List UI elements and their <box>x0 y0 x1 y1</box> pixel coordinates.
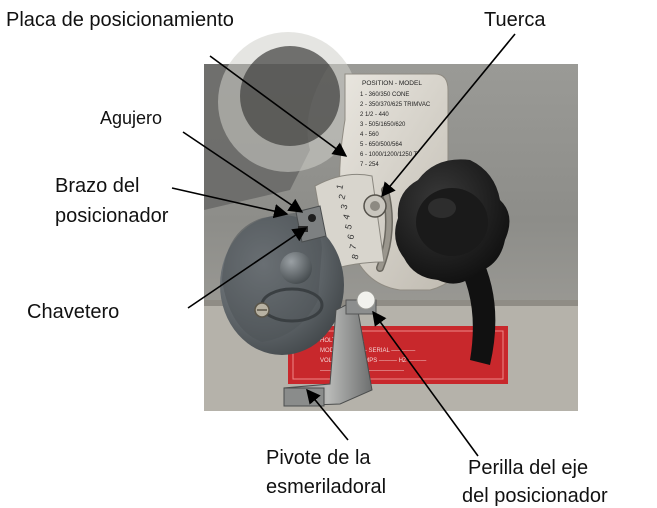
scale-number: 2 <box>336 193 347 200</box>
scale-number: 8 <box>350 253 361 260</box>
arrow-pivote <box>306 388 349 441</box>
nut <box>363 194 387 218</box>
svg-text:MODEL ———— SERIAL ————: MODEL ———— SERIAL ———— <box>320 348 415 354</box>
label-tuerca: Tuerca <box>484 9 546 31</box>
label-pivote-1: Pivote de la <box>266 447 371 469</box>
keyway <box>298 226 308 232</box>
plate-model-line: 2 1/2 - 440 <box>360 112 389 118</box>
scale-number: 4 <box>341 213 352 220</box>
plate-model-line: 7 - 254 <box>360 162 379 168</box>
scale-number: 3 <box>339 203 350 210</box>
scale-number: 1 <box>334 183 345 190</box>
black-knob <box>395 159 510 284</box>
hole <box>308 214 316 222</box>
arrow-placa <box>209 55 348 157</box>
scale-number: 7 <box>347 243 358 250</box>
plate-model-line: 6 - 1000/1200/1250 T <box>360 152 418 158</box>
plate-model-line: 4 - 560 <box>360 132 379 138</box>
plate-model-line: 5 - 650/500/564 <box>360 142 403 148</box>
leader-arrows <box>171 33 516 457</box>
label-brazo-2: posicionador <box>55 205 169 227</box>
arrow-perilla <box>372 310 479 457</box>
plate-model-line: 2 - 350/370/625 TRIMVAC <box>360 102 431 108</box>
label-agujero: Agujero <box>100 108 163 128</box>
grinder-motor <box>220 212 344 355</box>
arrow-agujero <box>182 131 304 213</box>
label-placa: Placa de posicionamiento <box>6 9 234 31</box>
svg-text:VOLTS ——— AMPS ——— HZ ———: VOLTS ——— AMPS ——— HZ ——— <box>320 358 426 364</box>
arrow-chavetero <box>187 227 308 309</box>
scale-numbers: 1 2 3 4 5 6 7 8 <box>334 183 360 260</box>
plate-model-list: 1 - 360/350 CONE 2 - 350/370/625 TRIMVAC 2… <box>360 92 431 168</box>
plate-title: POSITION - MODEL <box>362 80 422 87</box>
arrow-brazo <box>171 187 289 219</box>
label-brazo-1: Brazo del <box>55 175 140 197</box>
label-perilla-1: Perilla del eje <box>468 457 589 479</box>
arrow-tuerca <box>381 33 516 198</box>
label-perilla-2: del posicionador <box>462 485 608 507</box>
plate-model-line: 1 - 360/350 CONE <box>360 92 409 98</box>
label-chavetero: Chavetero <box>27 301 120 323</box>
label-pivote-2: esmeriladoral <box>266 476 387 498</box>
plate-model-line: 3 - 505/1650/620 <box>360 122 406 128</box>
scale-number: 5 <box>343 223 354 230</box>
scale-number: 6 <box>345 233 356 240</box>
positioner-shaft-knob <box>345 290 377 315</box>
